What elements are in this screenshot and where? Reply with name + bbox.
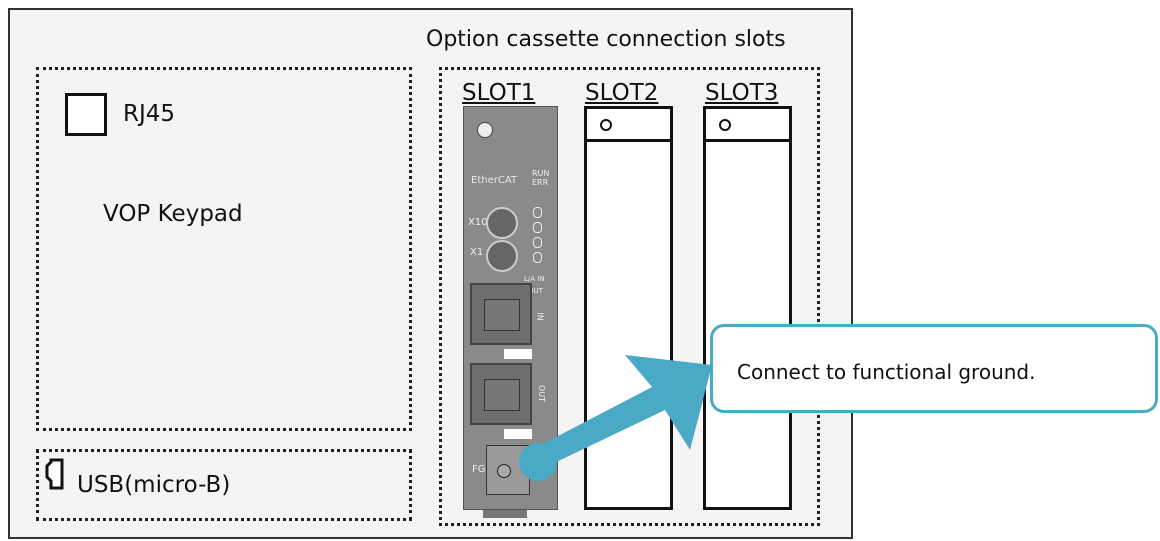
keypad-area	[36, 67, 412, 431]
port-out-latch	[504, 429, 532, 439]
led-err-label: ERR	[532, 178, 549, 187]
rotary-switch-x10	[486, 207, 518, 239]
rotary-switch-x1	[486, 240, 518, 272]
slot3-label: SLOT3	[705, 80, 779, 106]
slot1-label: SLOT1	[462, 80, 536, 106]
card-led-labels: RUN ERR	[532, 169, 549, 187]
slots-area	[439, 67, 820, 526]
slot2-label: SLOT2	[585, 80, 659, 106]
link-in-label: L/A IN	[524, 275, 545, 283]
slot3-empty	[703, 106, 792, 510]
callout-text: Connect to functional ground.	[737, 360, 1036, 384]
led-run-label: RUN	[532, 169, 550, 178]
slot2-hole-icon	[600, 119, 612, 131]
keypad-title: VOP Keypad	[103, 201, 243, 227]
usb-port-icon	[45, 458, 64, 490]
switch-x1-label: X1	[470, 247, 484, 258]
fg-screw-icon	[497, 464, 511, 478]
ethercat-option-card: EtherCAT RUN ERR X10 X1 L/A IN OUT IN OU…	[463, 106, 558, 510]
link-out-label: OUT	[528, 287, 543, 295]
slots-title: Option cassette connection slots	[426, 27, 786, 52]
slot2-cap	[587, 109, 670, 142]
ethercat-logo: EtherCAT	[471, 175, 517, 186]
card-screw-hole	[477, 122, 493, 138]
slot3-hole-icon	[719, 119, 731, 131]
slot3-cap	[706, 109, 789, 142]
card-bottom-tab	[483, 510, 527, 518]
ethernet-port-in	[470, 283, 532, 345]
port-in-latch	[504, 349, 532, 359]
fg-label: FG	[472, 464, 486, 475]
usb-area	[36, 449, 412, 521]
usb-label: USB(micro-B)	[77, 472, 231, 498]
ethernet-port-out	[470, 363, 532, 425]
rj45-label: RJ45	[123, 101, 176, 127]
switch-x10-label: X10	[468, 217, 488, 228]
rj45-port-icon	[65, 93, 107, 136]
led-indicators	[533, 207, 542, 263]
callout-box	[710, 324, 1158, 413]
slot2-empty	[584, 106, 673, 510]
